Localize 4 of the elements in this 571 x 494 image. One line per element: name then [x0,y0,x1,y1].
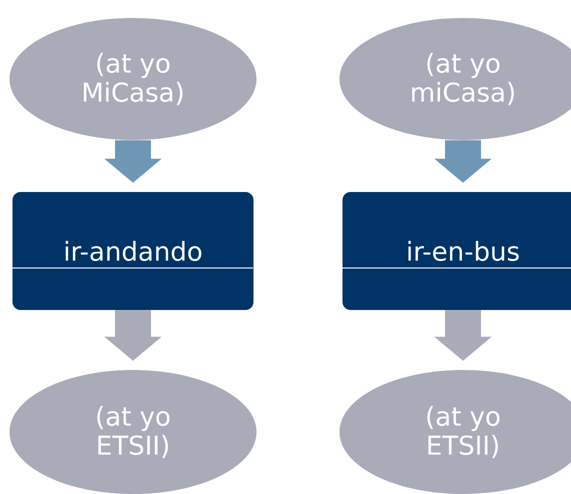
process-box: ir-en-bus [342,192,571,310]
process-box: ir-andando [12,192,254,310]
ellipse-node: (at yo MiCasa) [10,18,256,140]
ellipse-node: (at yo ETSII) [10,370,256,494]
